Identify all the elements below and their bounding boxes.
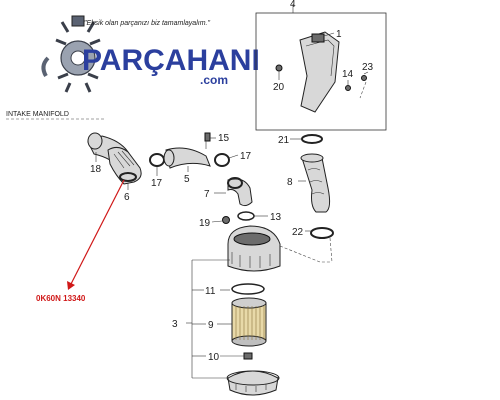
gear-icon	[41, 15, 101, 93]
callout-18: 18	[90, 164, 102, 175]
hose-clamp-17a	[149, 153, 165, 167]
hose-clamp-17b	[214, 153, 230, 167]
callout-5: 5	[184, 174, 190, 185]
intake-manifold-label: INTAKE MANIFOLD	[6, 111, 69, 118]
callout-15: 15	[218, 133, 230, 144]
logo-brand-name: PARÇAHANI	[82, 44, 260, 77]
resonator-body	[299, 31, 340, 113]
callout-1: 1	[336, 29, 342, 40]
callout-10: 10	[208, 352, 220, 363]
elbow-hose-7	[227, 178, 253, 207]
callout-22: 22	[292, 227, 304, 238]
resonator-assembly-box: 4 1 20 14	[255, 0, 387, 131]
brand-logo: "Eksik olan parçanızı biz tamamlayalım."…	[41, 15, 260, 93]
air-duct-8	[301, 154, 331, 213]
callout-21: 21	[278, 135, 290, 146]
logo-tagline: "Eksik olan parçanızı biz tamamlayalım."	[84, 20, 210, 27]
gasket-11	[231, 283, 265, 295]
filter-element-9	[231, 297, 267, 347]
intake-pipe-5	[165, 147, 211, 169]
callout-3: 3	[172, 319, 178, 330]
callout-6: 6	[124, 192, 130, 203]
callout-11: 11	[205, 286, 216, 297]
logo-domain: .com	[200, 73, 228, 87]
callout-17b: 17	[240, 151, 252, 162]
sensor-19	[222, 216, 230, 224]
callout-23: 23	[362, 62, 374, 73]
callout-9: 9	[208, 320, 214, 331]
part-number-label: 0K60N 13340	[36, 294, 86, 303]
highlight-pointer	[70, 179, 125, 285]
hose-clamp-21	[301, 134, 323, 144]
resonator-cap	[311, 33, 325, 43]
callout-20: 20	[273, 82, 285, 93]
callout-14: 14	[342, 69, 354, 80]
callout-17a: 17	[151, 178, 163, 189]
callout-19: 19	[199, 218, 211, 229]
callout-13: 13	[270, 212, 282, 223]
hose-clamp-22	[310, 227, 334, 239]
callout-7: 7	[204, 189, 210, 200]
callout-8: 8	[287, 177, 293, 188]
bolt-15	[204, 132, 211, 142]
o-ring-13	[237, 211, 255, 221]
callout-4: 4	[290, 0, 296, 10]
nut-10	[243, 352, 253, 360]
